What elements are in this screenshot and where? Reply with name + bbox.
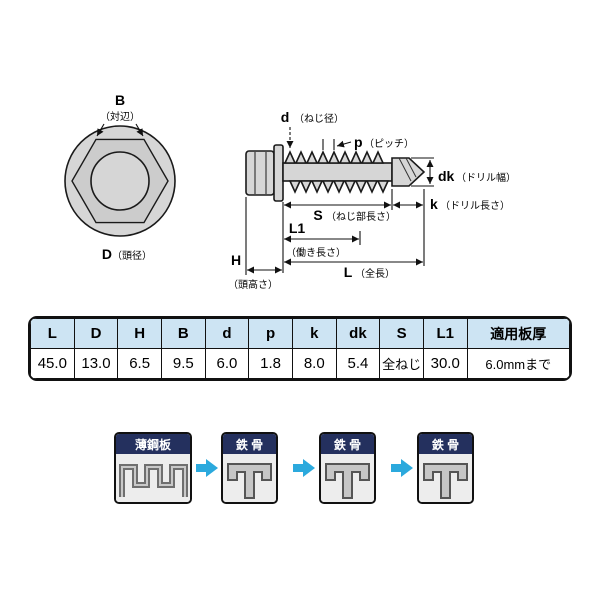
drill-length-label: k xyxy=(430,196,438,212)
screw-side-view: d （ねじ径） p （ピッチ） dk （ドリル幅） S （ねじ部長さ） k （ド… xyxy=(228,109,516,291)
overall-length-sublabel: （全長） xyxy=(355,267,395,280)
value-p: 1.8 xyxy=(248,348,293,379)
header-H: H xyxy=(117,318,162,349)
value-B: 9.5 xyxy=(160,348,206,379)
thread-length-label: S xyxy=(313,207,322,223)
head-dia-label: D xyxy=(102,246,112,262)
thread-teeth-top xyxy=(283,150,385,164)
drill-width-label: dk xyxy=(438,168,455,184)
b-dim-label: B xyxy=(115,92,125,108)
value-k: 8.0 xyxy=(291,348,337,379)
working-length-label: L1 xyxy=(289,220,306,236)
corrugated-sheet-icon xyxy=(119,464,188,497)
value-dk: 5.4 xyxy=(335,348,381,379)
screw-head xyxy=(245,150,275,196)
head-dia-sublabel: （頭径） xyxy=(112,249,152,262)
header-p: p xyxy=(248,318,293,349)
application-steel-frame-3: 鉄 骨 xyxy=(417,432,474,504)
right-arrow-icon xyxy=(391,459,413,477)
hex-head-front-view: B （対辺） D （頭径） xyxy=(64,92,176,262)
header-d: d xyxy=(204,318,250,349)
thread-dia-sublabel: （ねじ径） xyxy=(294,112,344,125)
right-arrow-icon xyxy=(293,459,315,477)
pitch-sublabel: （ピッチ） xyxy=(364,138,414,150)
thread-teeth-bottom xyxy=(288,180,390,194)
steel-beam-icon xyxy=(227,463,272,499)
application-steel-frame-2: 鉄 骨 xyxy=(319,432,376,504)
header-L1: L1 xyxy=(422,318,468,349)
spec-value-row: 45.0 13.0 6.5 9.5 6.0 1.8 8.0 5.4 全ねじ 30… xyxy=(30,348,570,379)
flange-washer xyxy=(273,144,284,202)
inner-circle xyxy=(90,151,150,211)
steel-beam-icon xyxy=(423,463,468,499)
header-B: B xyxy=(160,318,206,349)
spec-header-row: L D H B d p k dk S L1 適用板厚 xyxy=(30,318,570,349)
application-label: 鉄 骨 xyxy=(321,434,374,454)
thread-dia-label: d xyxy=(281,109,290,125)
right-arrow-icon xyxy=(196,459,218,477)
header-plate-thickness: 適用板厚 xyxy=(466,318,570,349)
header-D: D xyxy=(73,318,119,349)
overall-length-label: L xyxy=(344,264,353,280)
b-dim-sublabel: （対辺） xyxy=(100,110,140,123)
working-length-sublabel: （働き長さ） xyxy=(286,246,346,259)
application-thin-steel-sheet: 薄鋼板 xyxy=(114,432,192,504)
thread-length-sublabel: （ねじ部長さ） xyxy=(326,210,396,223)
header-L: L xyxy=(30,318,75,349)
value-plate-thickness: 6.0mmまで xyxy=(466,348,570,379)
screw-shank xyxy=(282,162,393,182)
b-leader-left xyxy=(96,123,105,137)
steel-beam-icon xyxy=(325,463,370,499)
screw-dimension-diagram: B （対辺） D （頭径） d （ねじ径） p （ピッチ） xyxy=(64,92,516,291)
value-d: 6.0 xyxy=(204,348,250,379)
value-L: 45.0 xyxy=(30,348,75,379)
application-label: 薄鋼板 xyxy=(116,434,190,454)
pitch-label: p xyxy=(354,134,363,150)
application-label: 鉄 骨 xyxy=(419,434,472,454)
spec-table: L D H B d p k dk S L1 適用板厚 45.0 13.0 6.5… xyxy=(28,316,572,381)
value-D: 13.0 xyxy=(73,348,119,379)
head-height-sublabel: （頭高さ） xyxy=(228,278,278,291)
header-dk: dk xyxy=(335,318,381,349)
header-k: k xyxy=(291,318,337,349)
header-S: S xyxy=(379,318,424,349)
drill-width-sublabel: （ドリル幅） xyxy=(456,171,516,184)
value-H: 6.5 xyxy=(117,348,162,379)
value-L1: 30.0 xyxy=(422,348,468,379)
b-leader-right xyxy=(135,123,144,137)
application-steel-frame-1: 鉄 骨 xyxy=(221,432,278,504)
drill-length-sublabel: （ドリル長さ） xyxy=(440,200,510,212)
spec-table-grid: L D H B d p k dk S L1 適用板厚 45.0 13.0 6.5… xyxy=(30,318,570,379)
head-height-label: H xyxy=(231,252,241,268)
value-S: 全ねじ xyxy=(379,348,424,379)
application-label: 鉄 骨 xyxy=(223,434,276,454)
